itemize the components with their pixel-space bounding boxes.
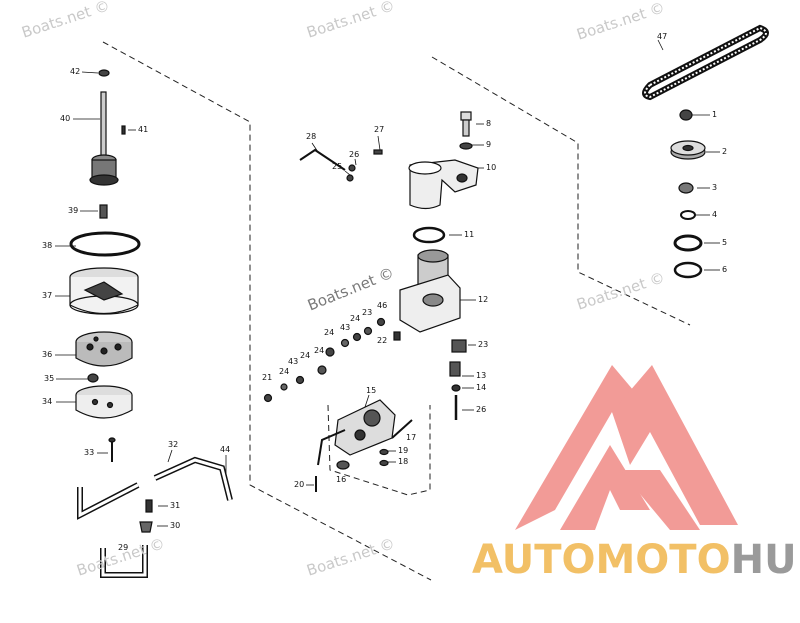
part-label: 24	[314, 346, 325, 355]
part-label: 38	[42, 241, 53, 250]
part-label: 27	[374, 125, 385, 134]
left-assembly	[69, 69, 233, 578]
part-label: 13	[476, 371, 487, 380]
automotohub-logo-mark	[515, 365, 738, 530]
part-label: 41	[138, 125, 149, 134]
part-label: 39	[68, 206, 79, 215]
part-label: 31	[170, 501, 181, 510]
part-label: 8	[486, 119, 492, 128]
part-label: 42	[70, 67, 81, 76]
center-assembly	[263, 111, 479, 492]
part-label: 28	[306, 132, 317, 141]
part-label: 21	[262, 373, 273, 382]
part-label: 6	[722, 265, 728, 274]
part-label: 36	[42, 350, 53, 359]
part-label: 22	[377, 336, 388, 345]
part-label: 4	[712, 210, 718, 219]
part-label: 18	[398, 457, 409, 466]
automotohub-logo-text: AUTOMOTOHUB	[472, 537, 800, 583]
part-label: 25	[332, 162, 343, 171]
part-label: 20	[294, 480, 305, 489]
leader-lines	[55, 39, 720, 527]
part-label: 35	[44, 374, 55, 383]
part-label: 30	[170, 521, 181, 530]
logo-text-part1: AUTOMOTO	[472, 537, 731, 583]
part-label: 43	[288, 357, 299, 366]
part-label: 32	[168, 440, 179, 449]
part-label: 33	[84, 448, 95, 457]
part-label: 43	[340, 323, 351, 332]
part-label: 10	[486, 163, 497, 172]
part-label: 15	[366, 386, 377, 395]
part-label: 3	[712, 183, 718, 192]
part-label: 40	[60, 114, 71, 123]
part-label: 24	[324, 328, 335, 337]
part-label: 47	[657, 32, 668, 41]
right-assembly	[642, 24, 769, 279]
part-label: 34	[42, 397, 53, 406]
part-label: 44	[220, 445, 231, 454]
part-label: 12	[478, 295, 489, 304]
part-label: 26	[476, 405, 487, 414]
part-label: 17	[406, 433, 417, 442]
part-label: 46	[377, 301, 388, 310]
part-label: 5	[722, 238, 728, 247]
part-label: 16	[336, 475, 347, 484]
group-boundaries	[102, 41, 691, 581]
part-label: 26	[349, 150, 360, 159]
part-label: 2	[722, 147, 728, 156]
part-label: 24	[279, 367, 290, 376]
part-label: 37	[42, 291, 53, 300]
part-label: 23	[478, 340, 489, 349]
part-label: 23	[362, 308, 373, 317]
part-label: 11	[464, 230, 475, 239]
part-label: 24	[350, 314, 361, 323]
part-label: 19	[398, 446, 409, 455]
part-label: 29	[118, 543, 129, 552]
part-label: 14	[476, 383, 487, 392]
logo-text-part2: HUB	[730, 537, 800, 583]
part-label: 1	[712, 110, 718, 119]
part-label: 9	[486, 140, 492, 149]
part-label: 24	[300, 351, 311, 360]
